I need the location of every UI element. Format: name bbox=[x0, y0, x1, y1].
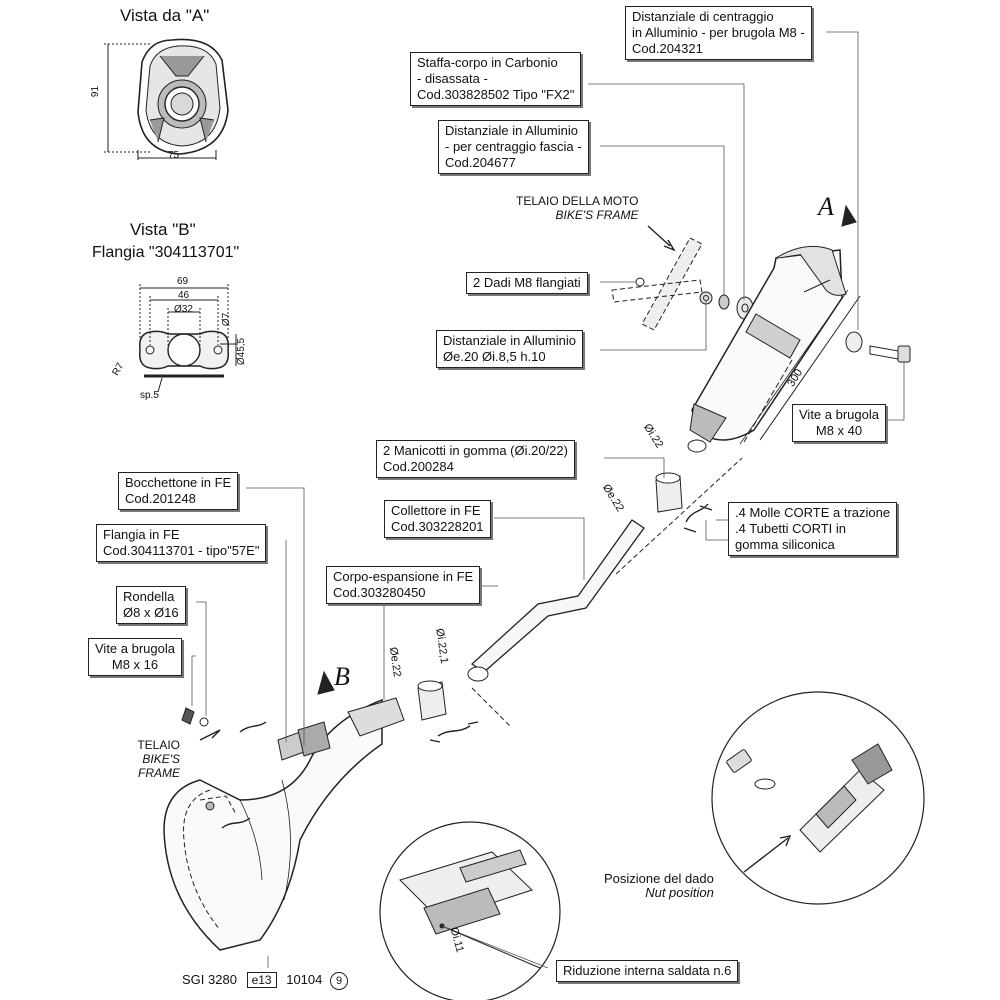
callout-line: Riduzione interna saldata n.6 bbox=[563, 963, 732, 978]
callout-line: Distanziale di centraggio bbox=[632, 9, 774, 24]
callout-line: Cod.303828502 Tipo "FX2" bbox=[417, 87, 575, 102]
view-a-title: Vista da "A" bbox=[120, 6, 210, 25]
callout-molle: .4 Molle CORTE a trazione .4 Tubetti COR… bbox=[728, 502, 898, 556]
view-b-flange bbox=[138, 284, 238, 393]
bike-frame-top bbox=[611, 225, 703, 331]
callout-vite-m8x40: Vite a brugola M8 x 40 bbox=[792, 404, 886, 442]
callout-line: Øe.20 Øi.8,5 h.10 bbox=[443, 349, 546, 364]
callout-distanziale-fascia: Distanziale in Alluminio - per centraggi… bbox=[438, 120, 589, 174]
callout-line: Collettore in FE bbox=[391, 503, 481, 518]
frame-label-top: TELAIO DELLA MOTO BIKE'S FRAME bbox=[516, 194, 638, 222]
frame-bottom-en: BIKE'S FRAME bbox=[138, 752, 180, 780]
callout-line: M8 x 40 bbox=[815, 423, 863, 438]
view-b-subtitle: Flangia "304113701" bbox=[92, 244, 240, 261]
detail-nut-position bbox=[711, 691, 925, 905]
callout-line: Ø8 x Ø16 bbox=[123, 605, 179, 620]
callout-line: Cod.204677 bbox=[445, 155, 516, 170]
callout-line: Bocchettone in FE bbox=[125, 475, 232, 490]
callout-rondella: Rondella Ø8 x Ø16 bbox=[116, 586, 186, 624]
callout-line: in Alluminio - per brugola M8 - bbox=[632, 25, 805, 40]
callout-distanziale-centraggio: Distanziale di centraggio in Alluminio -… bbox=[625, 6, 812, 60]
callout-bocchettone: Bocchettone in FE Cod.201248 bbox=[118, 472, 239, 510]
frame-top-en: BIKE'S FRAME bbox=[555, 208, 639, 222]
callout-line: 2 Dadi M8 flangiati bbox=[473, 275, 581, 290]
callout-vite-m8x16: Vite a brugola M8 x 16 bbox=[88, 638, 182, 676]
cert-code: SGI 3280 bbox=[182, 972, 237, 987]
silencer-body bbox=[687, 245, 861, 453]
callout-line: Cod.204321 bbox=[632, 41, 703, 56]
view-a-endcap bbox=[104, 38, 229, 160]
view-b-dim-32: Ø32 bbox=[174, 304, 193, 315]
callout-line: Rondella bbox=[123, 589, 175, 604]
callout-line: Cod.304113701 - tipo"57E" bbox=[103, 543, 260, 558]
view-a-width-dim: 75 bbox=[168, 150, 180, 161]
callout-line: Vite a brugola bbox=[95, 641, 175, 656]
leader-lines bbox=[191, 31, 905, 969]
callout-collettore: Collettore in FE Cod.303228201 bbox=[384, 500, 491, 538]
nut-position-it: Posizione del dado bbox=[604, 871, 714, 886]
callout-line: Cod.200284 bbox=[383, 459, 454, 474]
callout-line: gomma siliconica bbox=[735, 537, 835, 552]
certification-line: SGI 3280 e13 10104 9 bbox=[182, 972, 348, 990]
callout-line: .4 Molle CORTE a trazione bbox=[735, 505, 891, 520]
view-a-height-dim: 91 bbox=[90, 85, 102, 98]
cert-e-mark: e13 bbox=[246, 972, 277, 988]
callout-line: Cod.201248 bbox=[125, 491, 196, 506]
frame-bottom-it: TELAIO bbox=[137, 738, 180, 752]
view-b-dim-45: Ø45,5 bbox=[236, 337, 248, 366]
marker-b: B bbox=[334, 662, 350, 691]
header-pipe bbox=[467, 457, 743, 727]
view-b-title: Vista "B" bbox=[130, 220, 196, 239]
mount-hardware-top bbox=[635, 277, 911, 363]
frame-label-bottom: TELAIO BIKE'S FRAME bbox=[98, 738, 180, 780]
cert-circled-number: 9 bbox=[330, 972, 348, 990]
callout-riduzione: Riduzione interna saldata n.6 bbox=[556, 960, 739, 982]
nut-position-en: Nut position bbox=[645, 885, 714, 900]
direction-markers bbox=[317, 204, 857, 695]
callout-line: Vite a brugola bbox=[799, 407, 879, 422]
callout-line: Distanziale in Alluminio bbox=[443, 333, 576, 348]
callout-staffa-corpo: Staffa-corpo in Carbonio - disassata - C… bbox=[410, 52, 582, 106]
callout-line: Corpo-espansione in FE bbox=[333, 569, 474, 584]
view-b-dim-sp: sp.5 bbox=[140, 390, 159, 401]
callout-line: Cod.303228201 bbox=[391, 519, 484, 534]
callout-line: .4 Tubetti CORTI in bbox=[735, 521, 847, 536]
callout-manicotti: 2 Manicotti in gomma (Øi.20/22) Cod.2002… bbox=[376, 440, 575, 478]
frame-top-it: TELAIO DELLA MOTO bbox=[516, 194, 639, 208]
callout-flangia: Flangia in FE Cod.304113701 - tipo"57E" bbox=[96, 524, 267, 562]
cert-number: 10104 bbox=[286, 972, 323, 987]
callout-line: Flangia in FE bbox=[103, 527, 180, 542]
callout-line: M8 x 16 bbox=[111, 657, 159, 672]
expansion-chamber bbox=[163, 697, 405, 951]
view-b-dim-69: 69 bbox=[177, 276, 189, 287]
detail-internal-reduction bbox=[379, 821, 561, 1000]
couplings-and-springs bbox=[417, 472, 713, 743]
callout-line: Distanziale in Alluminio bbox=[445, 123, 578, 138]
callout-line: - per centraggio fascia - bbox=[445, 139, 582, 154]
callout-line: Cod.303280450 bbox=[333, 585, 426, 600]
view-b-dim-46: 46 bbox=[178, 290, 190, 301]
callout-line: Staffa-corpo in Carbonio bbox=[417, 55, 558, 70]
callout-distanziale-dim: Distanziale in Alluminio Øe.20 Øi.8,5 h.… bbox=[436, 330, 583, 368]
view-b-dim-7: Ø7 bbox=[221, 312, 233, 327]
callout-corpo-espansione: Corpo-espansione in FE Cod.303280450 bbox=[326, 566, 481, 604]
callout-dadi: 2 Dadi M8 flangiati bbox=[466, 272, 588, 294]
callout-line: - disassata - bbox=[417, 71, 488, 86]
nut-position-label: Posizione del dado Nut position bbox=[604, 872, 714, 900]
marker-a: A bbox=[818, 192, 834, 221]
callout-line: 2 Manicotti in gomma (Øi.20/22) bbox=[383, 443, 568, 458]
